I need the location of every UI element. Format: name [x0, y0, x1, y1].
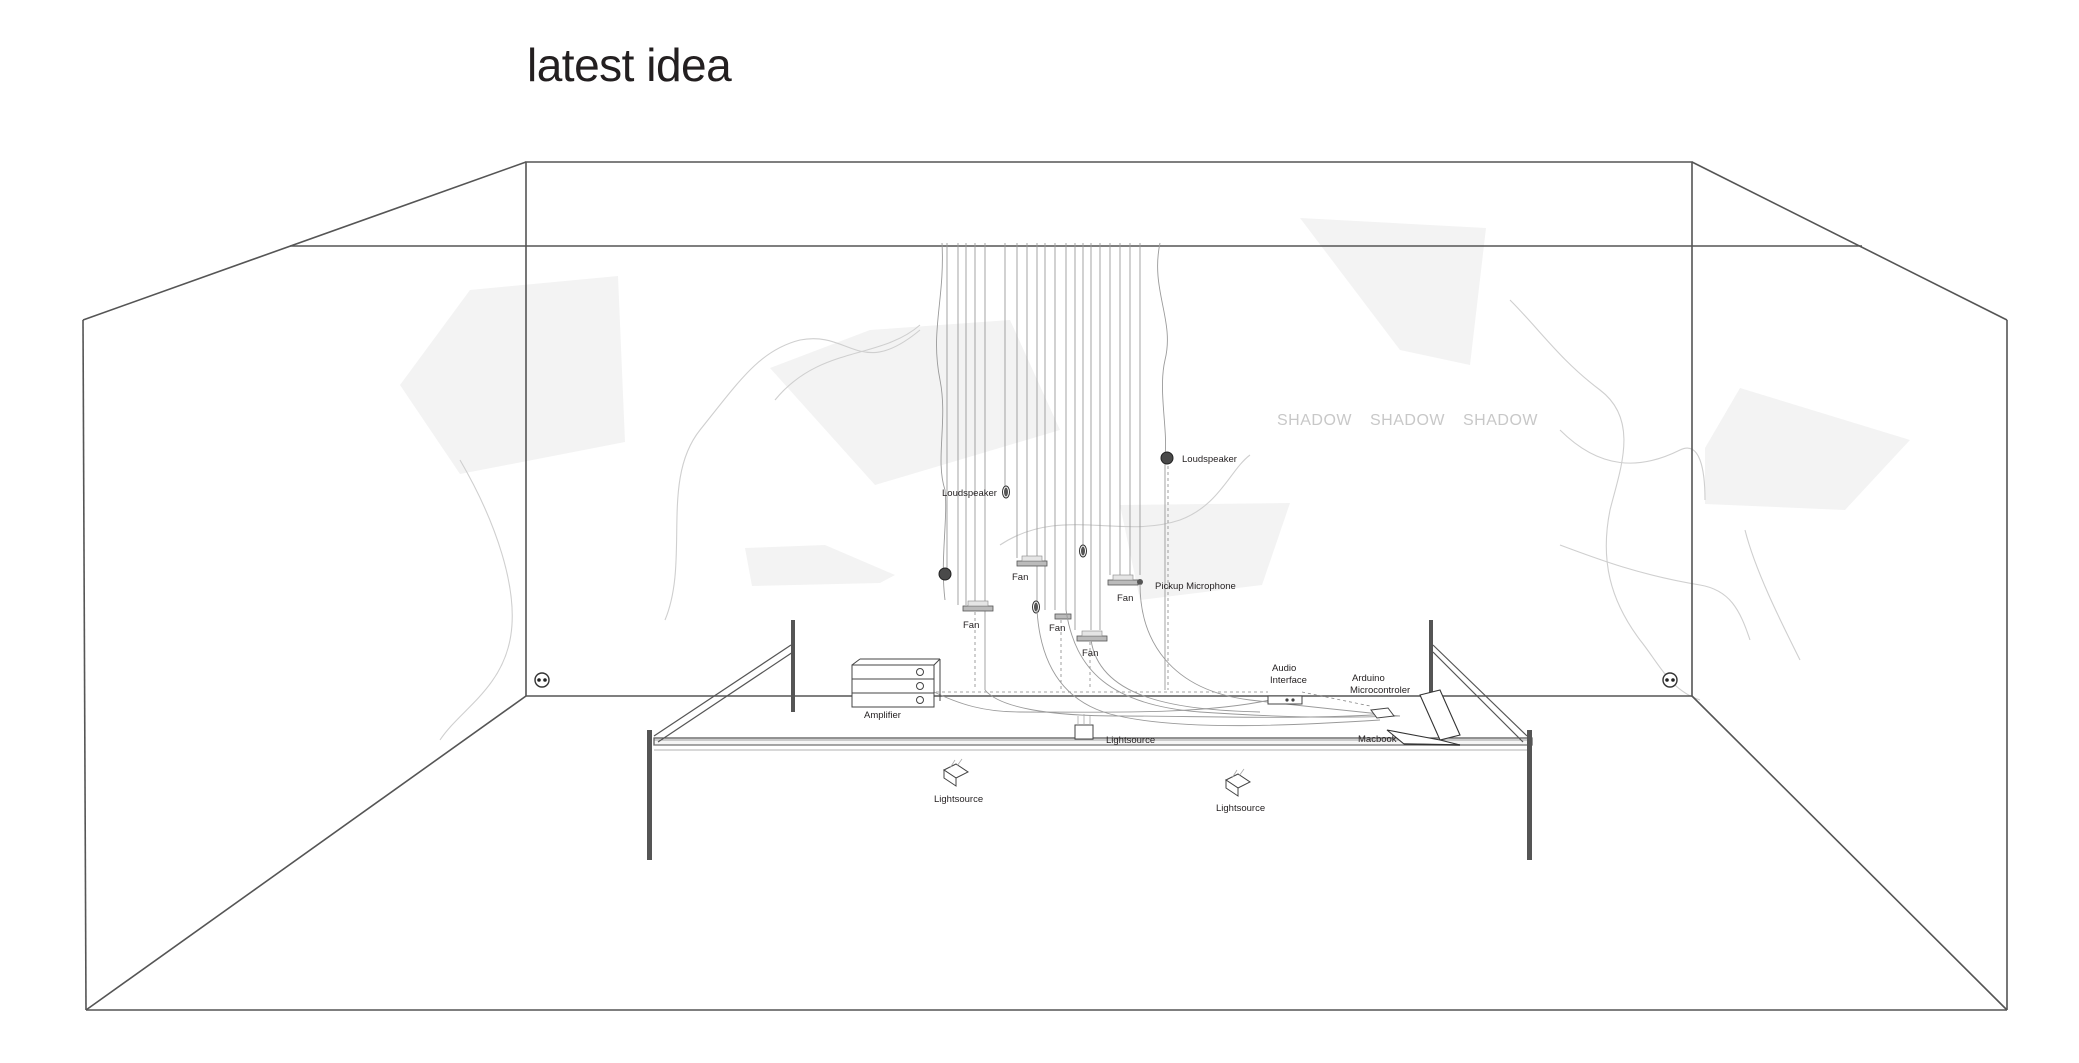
fan-label: Fan [1117, 593, 1133, 604]
audio-interface-label: Interface [1270, 675, 1307, 686]
wall-socket-icon [534, 672, 550, 688]
laptop-icon [1386, 689, 1461, 746]
wall-socket-icon [1662, 672, 1678, 688]
shadow-label: SHADOW [1463, 412, 1538, 429]
pickup-microphone-icon [1137, 579, 1143, 585]
shadow-label: SHADOW [1277, 412, 1352, 429]
arduino-label: Arduino [1352, 673, 1385, 684]
fan-icon [1107, 574, 1139, 586]
macbook-label: Macbook [1358, 734, 1397, 745]
loudspeaker-icon [1160, 451, 1174, 465]
room-outline [82, 161, 2008, 1011]
loudspeaker-label: Loudspeaker [942, 488, 997, 499]
fan-label: Fan [963, 620, 979, 631]
fan-icon [962, 600, 994, 612]
loudspeaker-icon [938, 567, 952, 581]
loudspeaker-icon [1079, 544, 1087, 558]
fan-label: Fan [1012, 572, 1028, 583]
amplifier-label: Amplifier [864, 710, 901, 721]
loudspeaker-icon [1002, 485, 1010, 499]
fan-label: Fan [1082, 648, 1098, 659]
shadow-label: SHADOW [1370, 412, 1445, 429]
fan-icon [1076, 630, 1108, 642]
stage-platform [647, 620, 1533, 860]
lightsource-label: Lightsource [1106, 735, 1155, 746]
arduino-icon [1370, 707, 1395, 719]
loudspeaker-icon [1032, 600, 1040, 614]
fan-icon [1054, 613, 1072, 620]
lightsource-label: Lightsource [1216, 803, 1265, 814]
lightsource-icon [943, 758, 969, 787]
audio-interface-label: Audio [1272, 663, 1296, 674]
floor-wires [929, 583, 1401, 727]
fan-icon [1016, 555, 1048, 567]
signal-lines [936, 466, 1371, 707]
hanging-strings [936, 242, 1168, 690]
audio-interface-icon [1267, 695, 1303, 705]
lightsource-icon [1225, 768, 1251, 797]
fan-label: Fan [1049, 623, 1065, 634]
lightsource-label: Lightsource [934, 794, 983, 805]
lightsource-icon [1074, 714, 1094, 740]
loudspeaker-label: Loudspeaker [1182, 454, 1237, 465]
page-title: latest idea [527, 39, 732, 91]
amplifier-icon [851, 658, 941, 708]
cables [439, 299, 1801, 741]
pickup-microphone-label: Pickup Microphone [1155, 581, 1236, 592]
shadow-shapes [400, 218, 1910, 600]
arduino-label: Microcontroler [1350, 685, 1410, 696]
